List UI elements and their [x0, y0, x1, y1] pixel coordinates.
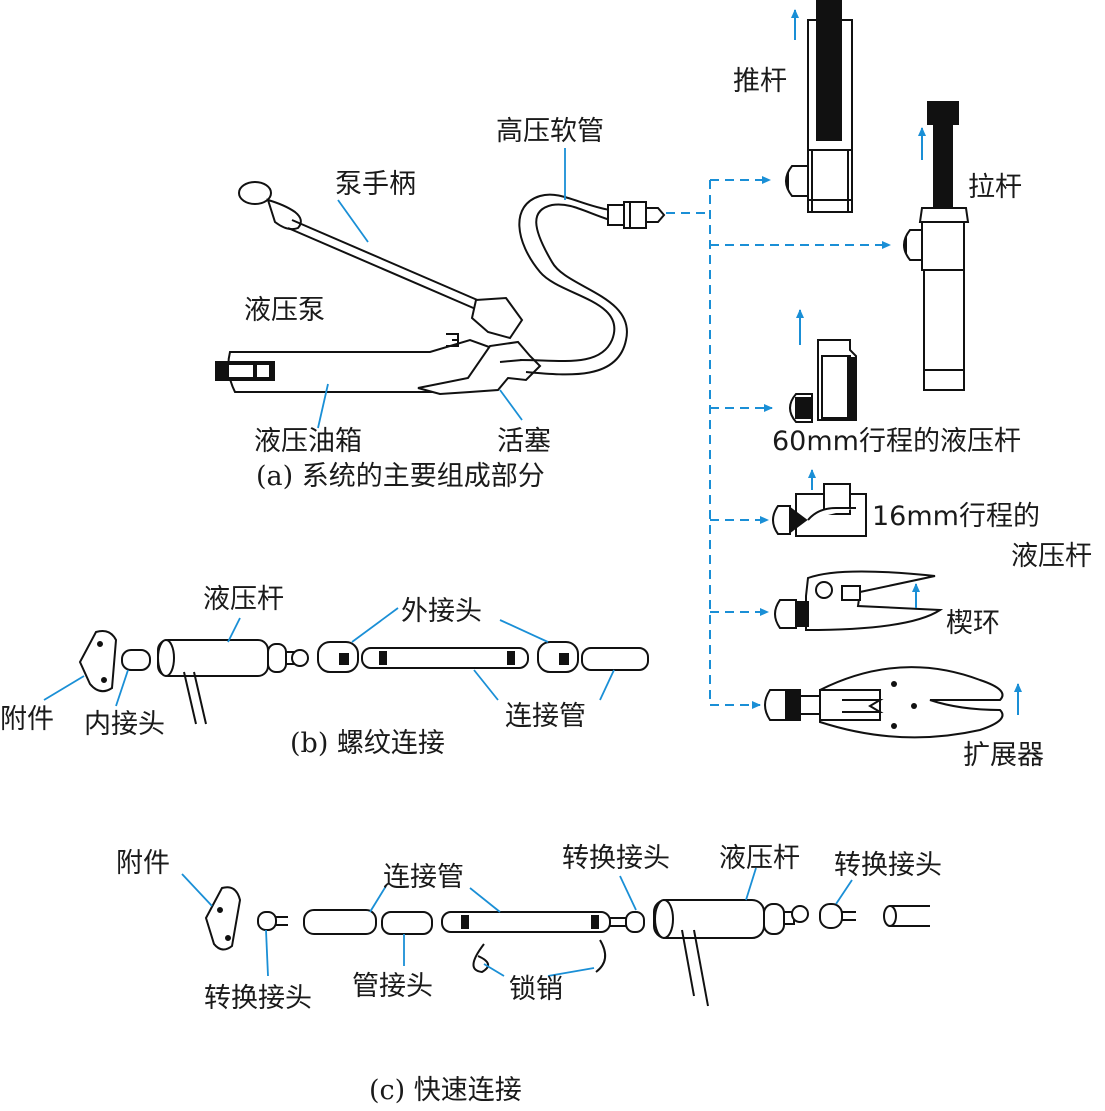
label-ram-16-line2: 液压杆: [1011, 541, 1092, 572]
pull-rod-drawing: [903, 101, 970, 391]
label-b-inner-joint: 内接头: [84, 709, 165, 740]
caption-a: (a) 系统的主要组成部分: [256, 461, 545, 492]
label-pump-handle: 泵手柄: [335, 169, 416, 200]
label-pull-rod: 拉杆: [968, 172, 1022, 203]
label-c-adapter-bottom: 转换接头: [204, 983, 312, 1014]
label-b-attachment: 附件: [0, 704, 54, 735]
ram-60-drawing: [789, 339, 857, 423]
label-wedge-ring: 楔环: [946, 608, 1000, 639]
wedge-ring-drawing: [774, 570, 944, 632]
label-piston: 活塞: [497, 426, 551, 457]
label-b-connecting-tube: 连接管: [505, 701, 586, 732]
hose-drawing: [518, 193, 666, 376]
label-c-connecting-tube: 连接管: [383, 862, 464, 893]
label-c-tube-joint: 管接头: [352, 971, 433, 1002]
ram-16-drawing: [772, 483, 867, 537]
leaders-a: [317, 148, 566, 429]
oil-tank-drawing: [215, 333, 494, 393]
dashed-connections: [666, 176, 891, 709]
caption-b: (b) 螺纹连接: [290, 728, 445, 759]
pump-handle-drawing: [238, 181, 524, 340]
label-spreader: 扩展器: [963, 740, 1044, 771]
label-push-rod: 推杆: [733, 66, 787, 97]
leaders-b: [43, 607, 615, 707]
caption-c: (c) 快速连接: [369, 1075, 522, 1106]
label-c-lock-pin: 锁销: [509, 974, 563, 1005]
label-ram-16-line1: 16mm行程的: [872, 501, 1040, 532]
label-oil-tank: 液压油箱: [254, 426, 362, 457]
label-hydraulic-pump: 液压泵: [244, 295, 325, 326]
push-rod-drawing: [785, 0, 853, 213]
quick-connection-drawing: [204, 886, 930, 1007]
spreader-drawing: [764, 666, 1004, 739]
threaded-connection-drawing: [78, 630, 649, 725]
label-b-outer-joint: 外接头: [401, 596, 482, 627]
leaders-c: [181, 867, 853, 977]
label-c-ram: 液压杆: [719, 843, 800, 874]
label-c-attachment: 附件: [116, 848, 170, 879]
label-hose: 高压软管: [496, 116, 604, 147]
label-ram-60: 60mm行程的液压杆: [772, 426, 1021, 457]
label-c-adapter-right: 转换接头: [834, 850, 942, 881]
label-c-adapter-top: 转换接头: [562, 843, 670, 874]
label-b-ram: 液压杆: [203, 584, 284, 615]
